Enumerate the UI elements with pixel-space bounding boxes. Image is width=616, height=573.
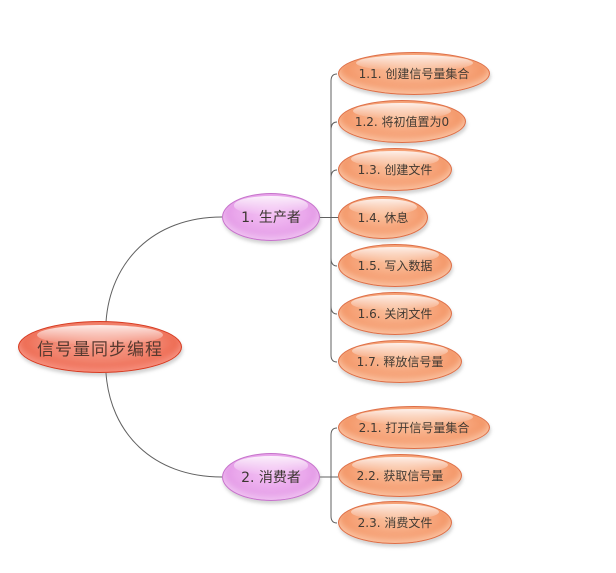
connector-root-consumer [105, 372, 223, 478]
node-leaf-1-7[interactable]: 1.7. 释放信号量 [338, 340, 462, 383]
connector-elbow-1-2 [330, 121, 338, 131]
node-leaf-1-4-label: 1.4. 休息 [357, 211, 409, 225]
node-leaf-1-4[interactable]: 1.4. 休息 [338, 196, 428, 239]
connector-root-producer [105, 216, 223, 323]
node-leaf-2-2-label: 2.2. 获取信号量 [356, 469, 444, 483]
node-leaf-2-3[interactable]: 2.3. 消费文件 [338, 501, 452, 544]
node-consumer-label: 2. 消费者 [241, 470, 301, 486]
connector-elbow-1-5 [330, 257, 338, 267]
node-leaf-1-2-label: 1.2. 将初值置为0 [354, 115, 450, 129]
connector-producer-trunk [330, 73, 338, 363]
node-leaf-1-6[interactable]: 1.6. 关闭文件 [338, 292, 452, 335]
node-leaf-2-1[interactable]: 2.1. 打开信号量集合 [338, 406, 490, 449]
node-leaf-1-5-label: 1.5. 写入数据 [357, 259, 433, 273]
connector-elbow-1-6 [330, 305, 338, 315]
node-leaf-1-1[interactable]: 1.1. 创建信号量集合 [338, 52, 490, 95]
node-producer-label: 1. 生产者 [241, 210, 301, 226]
node-leaf-1-7-label: 1.7. 释放信号量 [356, 355, 444, 369]
node-root[interactable]: 信号量同步编程 [18, 321, 182, 373]
node-consumer[interactable]: 2. 消费者 [222, 453, 320, 501]
node-leaf-2-3-label: 2.3. 消费文件 [357, 516, 433, 530]
node-root-label: 信号量同步编程 [37, 339, 163, 360]
connector-consumer-trunk [330, 427, 338, 524]
node-leaf-1-6-label: 1.6. 关闭文件 [357, 307, 433, 321]
node-leaf-1-3[interactable]: 1.3. 创建文件 [338, 148, 452, 191]
node-leaf-2-2[interactable]: 2.2. 获取信号量 [338, 454, 462, 497]
node-leaf-2-1-label: 2.1. 打开信号量集合 [358, 421, 470, 435]
connector-elbow-1-3 [330, 169, 338, 179]
node-leaf-1-2[interactable]: 1.2. 将初值置为0 [338, 100, 466, 143]
node-leaf-1-5[interactable]: 1.5. 写入数据 [338, 244, 452, 287]
node-leaf-1-1-label: 1.1. 创建信号量集合 [358, 67, 470, 81]
node-leaf-1-3-label: 1.3. 创建文件 [357, 163, 433, 177]
node-producer[interactable]: 1. 生产者 [222, 193, 320, 241]
